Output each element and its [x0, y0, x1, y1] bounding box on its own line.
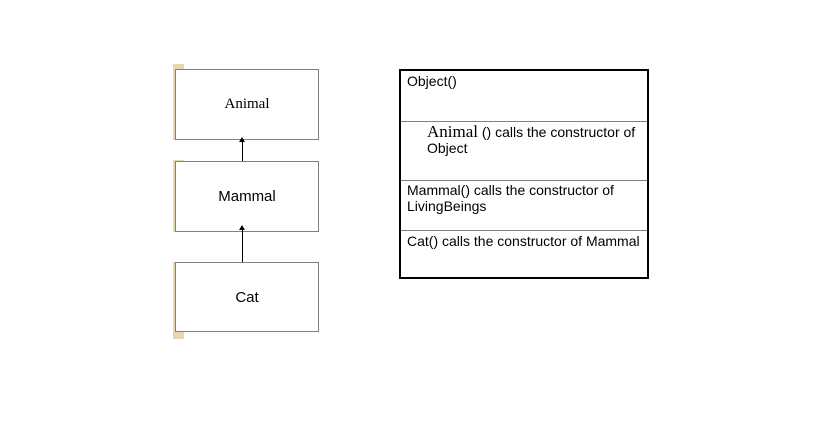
class-label-cat: Cat — [235, 288, 259, 306]
inheritance-arrow-cat-to-mammal — [239, 225, 245, 262]
constructor-row-cat: Cat() calls the constructor of Mammal — [401, 230, 647, 277]
class-box-mammal: Mammal — [175, 161, 319, 232]
inheritance-arrow-mammal-to-animal — [239, 137, 245, 161]
class-box-cat: Cat — [175, 262, 319, 332]
class-box-animal: Animal — [175, 69, 319, 140]
constructor-row-animal: Animal () calls the constructor of Objec… — [401, 121, 647, 180]
constructor-row-object: Object() — [407, 73, 457, 89]
class-label-animal: Animal — [224, 96, 270, 112]
animal-name: Animal — [427, 122, 478, 141]
constructor-call-table: Object() Animal () calls the constructor… — [399, 69, 649, 279]
constructor-row-mammal: Mammal() calls the constructor of Living… — [401, 180, 647, 230]
class-label-mammal: Mammal — [218, 188, 276, 205]
